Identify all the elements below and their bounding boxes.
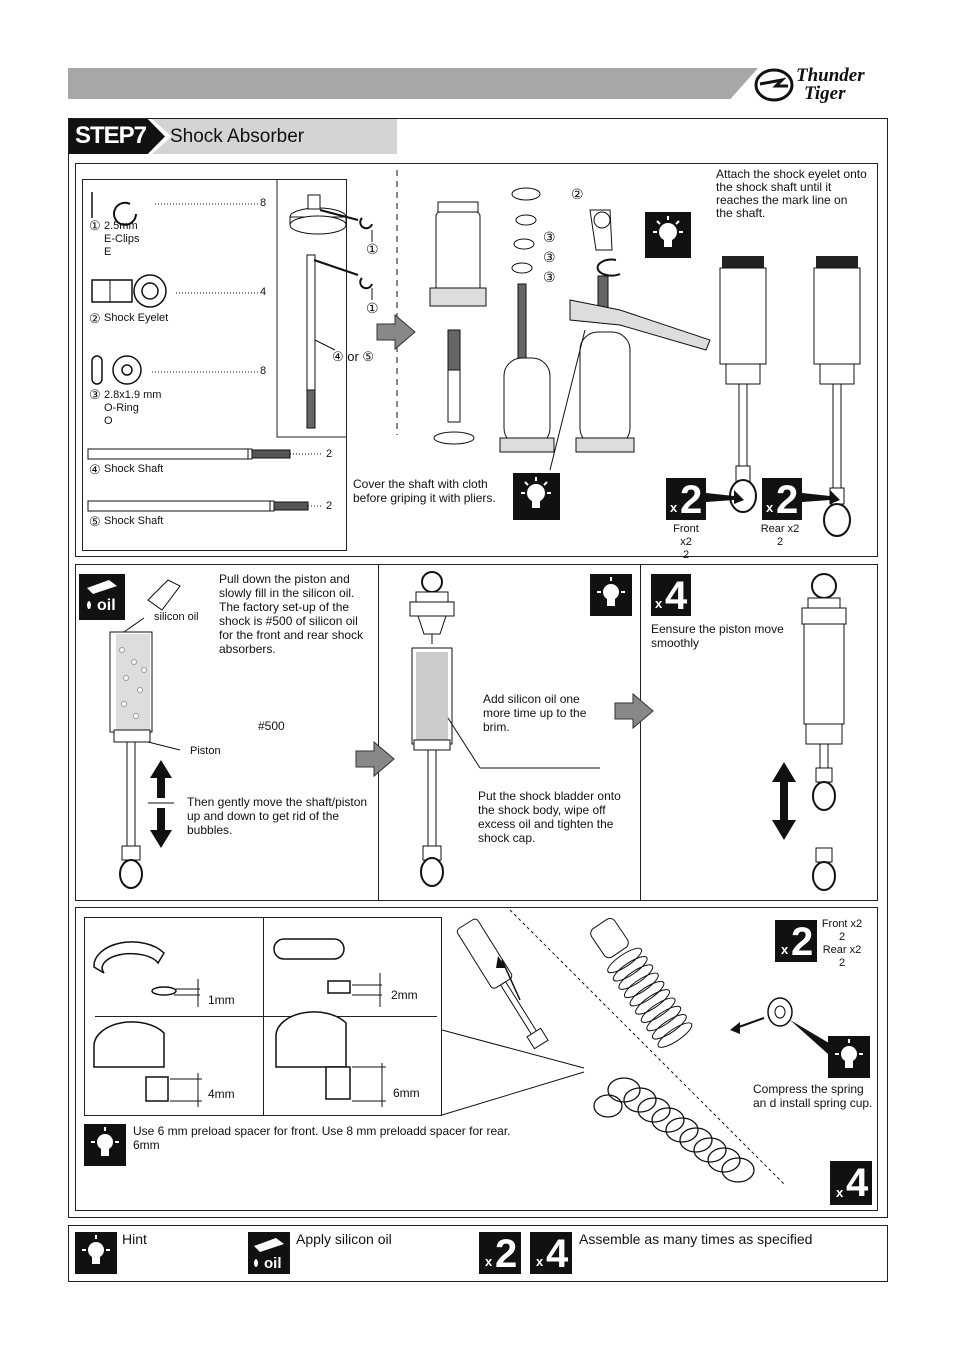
- part-name-1: 2.5mm E-Clips E: [104, 220, 140, 258]
- shock-shaft-icon: [87, 448, 323, 460]
- callout-eyelet: ②: [571, 186, 584, 202]
- header-banner: [68, 68, 758, 99]
- brand-line1: Thunder: [796, 65, 865, 86]
- leader-line: [152, 371, 258, 373]
- compress-note: Compress the spring an d install spring …: [753, 1082, 873, 1110]
- apply-oil-icon: oil: [79, 574, 125, 620]
- brand-line2: Tiger: [804, 83, 846, 104]
- add-oil-text: Add silicon oil one more time up to the …: [483, 692, 587, 734]
- up-down-arrow-icon: [148, 760, 174, 848]
- part-qty-2: 4: [260, 286, 267, 298]
- spacer-grid-hline: [95, 1016, 437, 1017]
- part-name-4: Shock Shaft: [104, 463, 164, 475]
- hint-bulb-icon: [828, 1036, 870, 1078]
- panel-2-divider-1: [378, 564, 379, 901]
- part-num-1: ①: [89, 218, 101, 233]
- pointer-arrow-icon: [706, 490, 744, 504]
- step-badge: [69, 119, 165, 154]
- silicon-oil-label: silicon oil: [154, 611, 199, 623]
- part-name-3: 2.8x1.9 mm O-Ring O: [104, 389, 162, 427]
- part-qty-1: 8: [260, 197, 267, 209]
- tiger-logo-icon: [754, 68, 794, 102]
- part-num-3: ③: [89, 387, 101, 402]
- part-qty-5: 2: [326, 500, 333, 512]
- part-qty-4: 2: [326, 448, 333, 460]
- finished-shock-illustration: [801, 573, 847, 891]
- hint-bulb-icon: [75, 1232, 117, 1274]
- rear-label: Rear x2 2: [760, 523, 800, 548]
- step-label: STEP7: [75, 122, 147, 149]
- spring-assembly-illustration: [441, 909, 834, 1186]
- legend-assemble: Assemble as many times as specified: [579, 1231, 813, 1247]
- pointer-arrow-icon: [802, 490, 840, 504]
- legend-apply-oil: Apply silicon oil: [296, 1231, 392, 1247]
- shock-shaft-icon: [87, 500, 323, 512]
- hint-bulb-icon: [590, 574, 632, 616]
- double-arrow-icon: [772, 762, 796, 840]
- part-num-5: ⑤: [89, 514, 101, 529]
- panel-3: [75, 907, 878, 1211]
- shock-eyelet-icon: [91, 274, 167, 308]
- shock-body-illustration: [429, 187, 711, 471]
- leader-line: [176, 292, 260, 294]
- callout-o-ring-2: ③: [543, 249, 556, 265]
- part-name-5: Shock Shaft: [104, 515, 164, 527]
- callout-o-ring-3: ③: [543, 269, 556, 285]
- step-title: Shock Absorber: [170, 126, 305, 147]
- process-arrow-icon: [376, 313, 416, 351]
- process-arrow-icon: [614, 692, 654, 730]
- step-frame: [68, 118, 888, 1218]
- legend-hint: Hint: [122, 1231, 147, 1247]
- hint-bulb-icon: [645, 212, 691, 258]
- piston-shaft-illustration: [289, 194, 373, 429]
- legend-box: [68, 1225, 888, 1282]
- fill-instruction: Pull down the piston and slowly fill in …: [219, 572, 364, 656]
- part-name-2: Shock Eyelet: [104, 312, 169, 324]
- hint-bulb-icon: [84, 1124, 126, 1166]
- panel-2: [75, 564, 878, 901]
- e-clip-icon: [91, 192, 137, 226]
- spacer-1mm: 1mm: [208, 993, 235, 1007]
- callout-o-ring-1: ③: [543, 229, 556, 245]
- part-qty-3: 8: [260, 365, 267, 377]
- dashed-divider: [396, 170, 398, 435]
- part-num-4: ④: [89, 462, 101, 477]
- leader-line: [155, 203, 259, 205]
- callout-shaft: ④ or ⑤: [332, 349, 375, 364]
- bladder-text: Put the shock bladder onto the shock bod…: [478, 789, 621, 845]
- apply-oil-icon: oil: [248, 1232, 290, 1274]
- front-label: Front x2 2: [673, 523, 699, 561]
- eyelet-note: Attach the shock eyelet onto the shock s…: [716, 167, 867, 220]
- part-num-2: ②: [89, 311, 101, 326]
- oil-fill-illustration: [109, 579, 181, 889]
- brand-logo: Thunder Tiger: [752, 66, 892, 106]
- spacer-note: Use 6 mm preload spacer for front. Use 8…: [133, 1124, 511, 1152]
- oil-grade: #500: [258, 719, 285, 733]
- panel-2-divider-2: [640, 564, 641, 901]
- panel-1: [75, 163, 878, 557]
- callout-e-clip-1: ①: [366, 241, 379, 257]
- cloth-hint-text: Cover the shaft with cloth before gripin…: [353, 477, 496, 505]
- step-title-bar: [152, 119, 397, 154]
- spacer-2mm: 2mm: [391, 988, 418, 1002]
- hint-bulb-icon: [513, 473, 560, 520]
- piston-label: Piston: [190, 745, 221, 757]
- bubbles-instruction: Then gently move the shaft/piston up and…: [187, 795, 368, 837]
- callout-e-clip-2: ①: [366, 300, 379, 316]
- bladder-illustration: [409, 571, 600, 887]
- smooth-note: Eensure the piston move smoothly: [651, 622, 784, 650]
- o-ring-icon: [91, 355, 142, 385]
- process-arrow-icon: [355, 740, 395, 778]
- spacer-4mm: 4mm: [208, 1087, 235, 1101]
- spacer-6mm: 6mm: [393, 1086, 420, 1100]
- preload-spacer-illustration: [93, 938, 386, 1107]
- front-rear-label: Front x2 2 Rear x2 2: [821, 918, 863, 969]
